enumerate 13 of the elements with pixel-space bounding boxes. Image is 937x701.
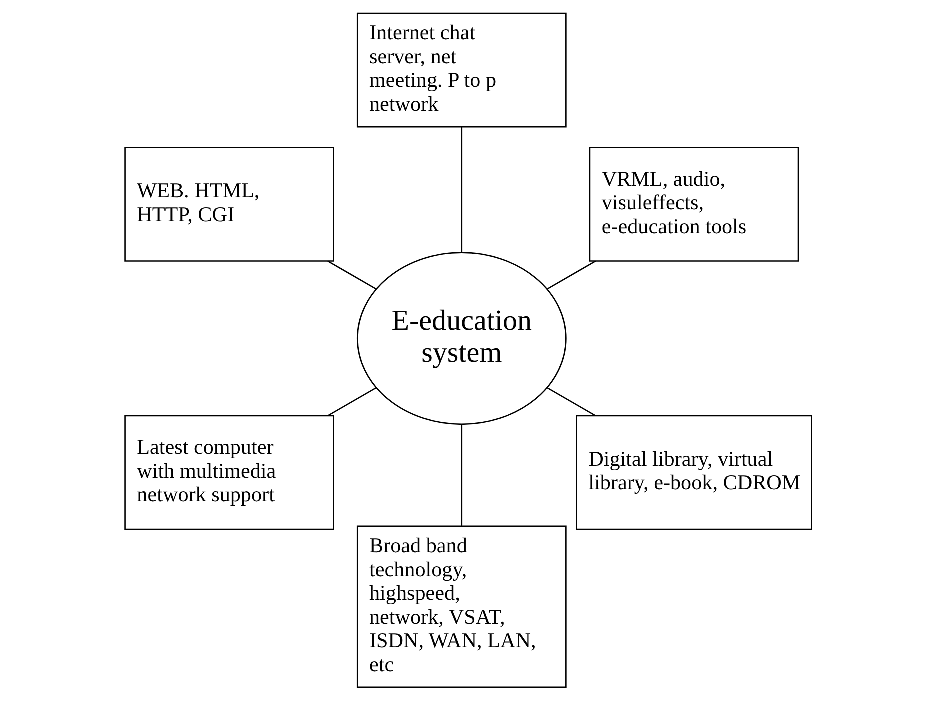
node-box: Digital library, virtual library, e-book, CDROM (576, 415, 812, 530)
node-box: VRML, audio, visuleffects, e-education tools (589, 147, 800, 262)
node-box: Latest computer with multimedia network support (124, 415, 334, 530)
node-ellipse: E-education system (356, 252, 567, 426)
connector (328, 260, 376, 290)
connector (547, 388, 596, 416)
node-box: Internet chat server, net meeting. P to p network (356, 12, 567, 128)
node-box: WEB. HTML, HTTP, CGI (124, 147, 334, 262)
connector (547, 260, 596, 290)
connector (461, 424, 463, 526)
connector (328, 388, 376, 416)
connector (461, 128, 463, 253)
node-box: Broad band technology, highspeed, network, VSAT, ISDN, WAN, LAN, etc (356, 526, 567, 688)
